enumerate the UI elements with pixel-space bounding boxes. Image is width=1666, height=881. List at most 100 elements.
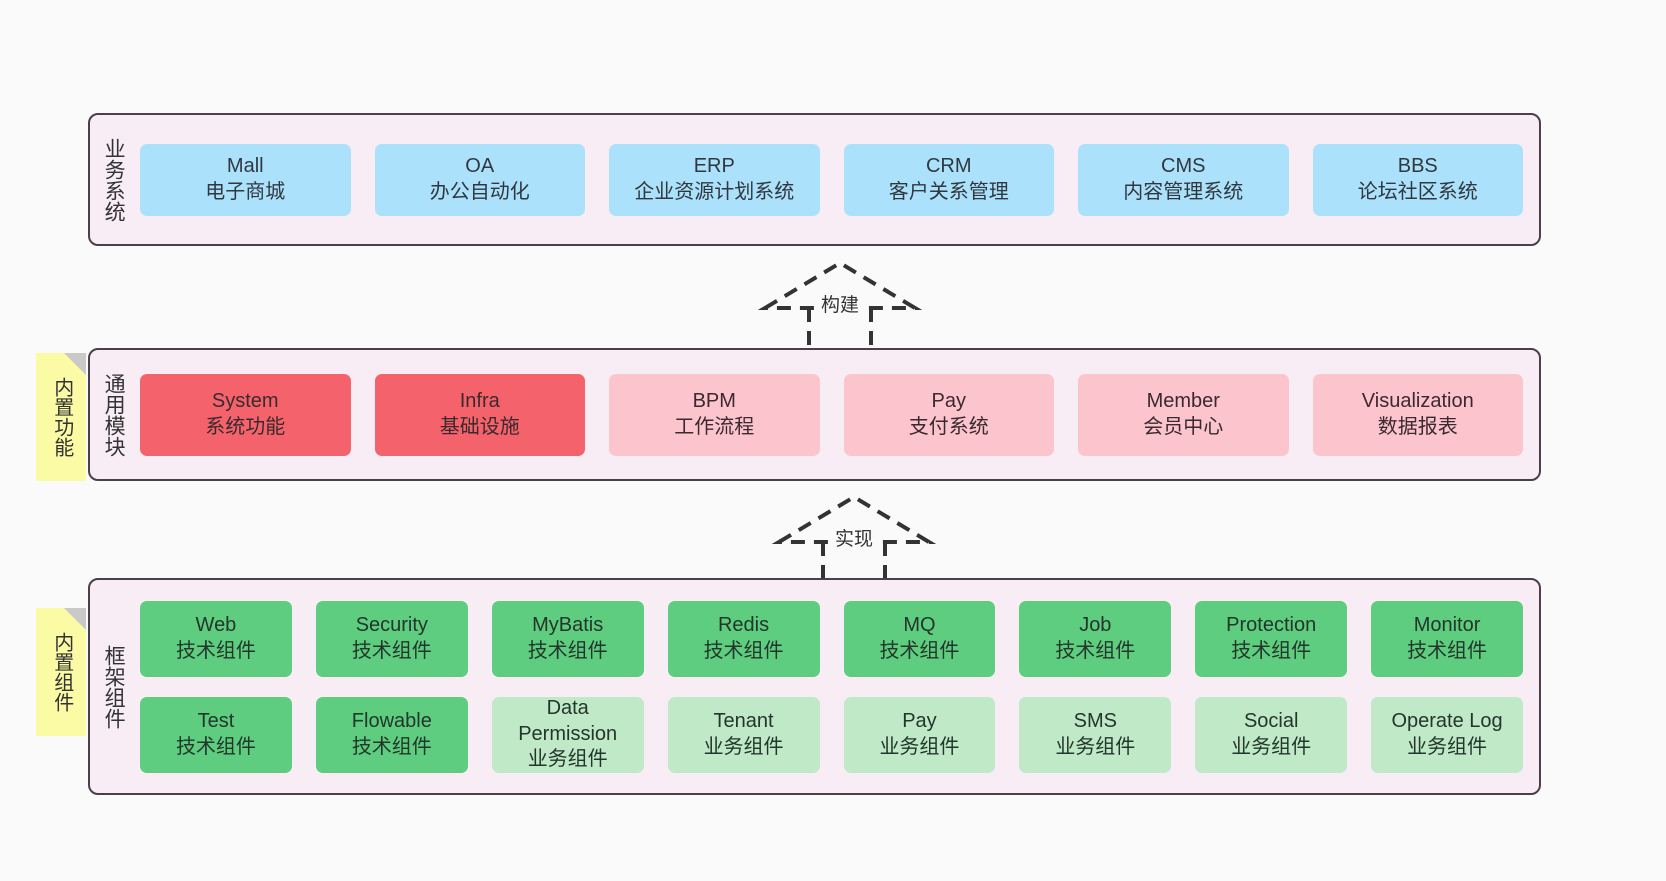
card-pay-component-desc: 业务组件 xyxy=(879,735,960,758)
card-visualization[interactable]: Visualization 数据报表 xyxy=(1312,373,1523,456)
card-pay-component-name: Pay xyxy=(902,709,937,732)
card-pay-module-desc: 支付系统 xyxy=(908,415,989,438)
card-protection-desc: 技术组件 xyxy=(1231,639,1312,662)
card-protection[interactable]: Protection 技术组件 xyxy=(1195,600,1348,677)
note-builtin-feature: 内置功能 xyxy=(36,353,86,481)
card-member-desc: 会员中心 xyxy=(1143,415,1224,438)
card-redis-name: Redis xyxy=(717,613,770,636)
note-builtin-component: 内置组件 xyxy=(36,608,86,736)
note-fold-icon xyxy=(64,353,86,375)
card-sms-name: SMS xyxy=(1073,709,1117,732)
card-data-permission[interactable]: Data Permission 业务组件 xyxy=(491,696,644,773)
note-fold-icon xyxy=(64,608,86,630)
card-web[interactable]: Web 技术组件 xyxy=(140,600,292,677)
card-security-name: Security xyxy=(355,613,428,636)
layer-business-body: Mall 电子商城 OA 办公自动化 ERP 企业资源计划系统 CRM 客户关系… xyxy=(136,115,1539,244)
connector-build-label: 构建 xyxy=(817,294,863,317)
card-bpm[interactable]: BPM 工作流程 xyxy=(609,373,820,456)
card-flowable-desc: 技术组件 xyxy=(351,735,432,758)
card-erp[interactable]: ERP 企业资源计划系统 xyxy=(609,143,820,216)
layer-business-title: 业务系统 xyxy=(102,137,126,222)
layer-framework-title: 框架组件 xyxy=(102,644,126,729)
card-operate-log-name: Operate Log xyxy=(1391,709,1503,732)
card-oa[interactable]: OA 办公自动化 xyxy=(374,143,585,216)
card-operate-log[interactable]: Operate Log 业务组件 xyxy=(1371,696,1523,773)
card-cms[interactable]: CMS 内容管理系统 xyxy=(1078,143,1289,216)
card-operate-log-desc: 业务组件 xyxy=(1407,735,1488,758)
card-cms-name: CMS xyxy=(1161,154,1206,177)
card-system-desc: 系统功能 xyxy=(205,415,286,438)
card-bbs-name: BBS xyxy=(1397,154,1438,177)
framework-tech-row: Web 技术组件 Security 技术组件 MyBatis 技术组件 Redi… xyxy=(140,600,1523,677)
card-mall-name: Mall xyxy=(226,154,264,177)
layer-framework-body: Web 技术组件 Security 技术组件 MyBatis 技术组件 Redi… xyxy=(136,580,1539,793)
card-mybatis[interactable]: MyBatis 技术组件 xyxy=(491,600,644,677)
card-web-desc: 技术组件 xyxy=(175,639,256,662)
card-tenant-desc: 业务组件 xyxy=(703,735,784,758)
business-card-row: Mall 电子商城 OA 办公自动化 ERP 企业资源计划系统 CRM 客户关系… xyxy=(140,143,1523,216)
card-system[interactable]: System 系统功能 xyxy=(140,373,351,456)
card-bbs[interactable]: BBS 论坛社区系统 xyxy=(1312,143,1523,216)
card-sms-desc: 业务组件 xyxy=(1055,735,1136,758)
card-job-desc: 技术组件 xyxy=(1055,639,1136,662)
card-visualization-desc: 数据报表 xyxy=(1377,415,1458,438)
connector-implement-label: 实现 xyxy=(831,528,877,551)
card-sms[interactable]: SMS 业务组件 xyxy=(1019,696,1172,773)
card-crm-desc: 客户关系管理 xyxy=(888,180,1009,203)
card-flowable-name: Flowable xyxy=(351,709,432,732)
card-monitor-desc: 技术组件 xyxy=(1407,639,1488,662)
module-card-row: System 系统功能 Infra 基础设施 BPM 工作流程 Pay 支付系统… xyxy=(140,373,1523,456)
card-infra[interactable]: Infra 基础设施 xyxy=(374,373,585,456)
card-mybatis-name: MyBatis xyxy=(532,613,604,636)
card-web-name: Web xyxy=(195,613,237,636)
layer-business-system: 业务系统 Mall 电子商城 OA 办公自动化 ERP 企业资源计划系统 CRM xyxy=(88,113,1541,246)
card-mq[interactable]: MQ 技术组件 xyxy=(843,600,996,677)
card-crm-name: CRM xyxy=(925,154,972,177)
card-infra-name: Infra xyxy=(459,389,500,412)
card-mybatis-desc: 技术组件 xyxy=(527,639,608,662)
card-test-desc: 技术组件 xyxy=(175,735,256,758)
card-job[interactable]: Job 技术组件 xyxy=(1019,600,1172,677)
card-tenant[interactable]: Tenant 业务组件 xyxy=(667,696,820,773)
card-monitor[interactable]: Monitor 技术组件 xyxy=(1371,600,1523,677)
card-cms-desc: 内容管理系统 xyxy=(1123,180,1244,203)
card-system-name: System xyxy=(211,389,279,412)
card-bpm-name: BPM xyxy=(692,389,736,412)
card-flowable[interactable]: Flowable 技术组件 xyxy=(315,696,468,773)
note-builtin-feature-label: 内置功能 xyxy=(50,377,73,457)
card-data-permission-name: Data Permission xyxy=(518,697,618,745)
card-infra-desc: 基础设施 xyxy=(439,415,520,438)
card-social-desc: 业务组件 xyxy=(1231,735,1312,758)
note-builtin-component-label: 内置组件 xyxy=(50,632,73,712)
card-bbs-desc: 论坛社区系统 xyxy=(1357,180,1478,203)
card-tenant-name: Tenant xyxy=(713,709,774,732)
card-bpm-desc: 工作流程 xyxy=(674,415,755,438)
card-security[interactable]: Security 技术组件 xyxy=(315,600,468,677)
card-social-name: Social xyxy=(1243,709,1299,732)
card-job-name: Job xyxy=(1079,613,1112,636)
card-monitor-name: Monitor xyxy=(1413,613,1481,636)
layer-modules-title: 通用模块 xyxy=(102,372,126,457)
card-oa-desc: 办公自动化 xyxy=(429,180,530,203)
connector-build: 构建 xyxy=(757,258,923,352)
card-crm[interactable]: CRM 客户关系管理 xyxy=(843,143,1054,216)
card-pay-module[interactable]: Pay 支付系统 xyxy=(843,373,1054,456)
card-erp-name: ERP xyxy=(693,154,735,177)
card-redis[interactable]: Redis 技术组件 xyxy=(667,600,820,677)
card-member-name: Member xyxy=(1146,389,1220,412)
card-member[interactable]: Member 会员中心 xyxy=(1078,373,1289,456)
layer-common-modules: 通用模块 System 系统功能 Infra 基础设施 BPM 工作流程 Pay xyxy=(88,348,1541,481)
card-pay-module-name: Pay xyxy=(931,389,966,412)
card-mall[interactable]: Mall 电子商城 xyxy=(140,143,351,216)
card-pay-component[interactable]: Pay 业务组件 xyxy=(843,696,996,773)
card-security-desc: 技术组件 xyxy=(351,639,432,662)
card-protection-name: Protection xyxy=(1226,613,1317,636)
layer-framework-components: 框架组件 Web 技术组件 Security 技术组件 MyBatis 技术组件… xyxy=(88,578,1541,795)
card-visualization-name: Visualization xyxy=(1361,389,1474,412)
card-test[interactable]: Test 技术组件 xyxy=(140,696,292,773)
card-mq-name: MQ xyxy=(903,613,936,636)
card-data-permission-desc: 业务组件 xyxy=(527,748,608,771)
card-social[interactable]: Social 业务组件 xyxy=(1195,696,1348,773)
card-mq-desc: 技术组件 xyxy=(879,639,960,662)
